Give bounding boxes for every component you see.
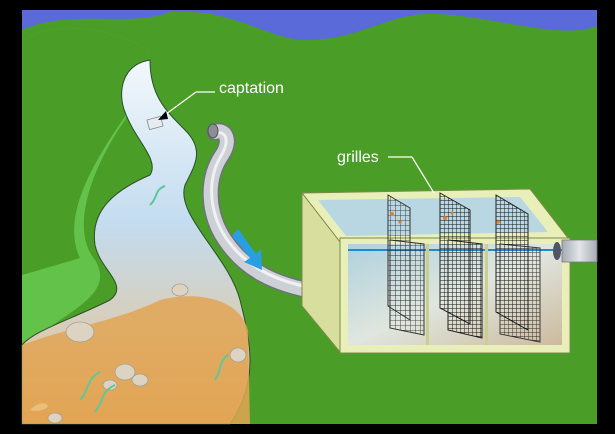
river-stones bbox=[47, 283, 247, 424]
outlet-opening bbox=[553, 242, 561, 260]
grilles-label: grilles bbox=[337, 149, 379, 166]
fish bbox=[30, 403, 48, 411]
captation-leader-diag bbox=[161, 91, 197, 118]
outlet-pipe bbox=[561, 239, 598, 263]
captation-label: captation bbox=[219, 80, 284, 97]
grille-1 bbox=[387, 194, 425, 336]
debris bbox=[390, 211, 500, 224]
pipe-inlet bbox=[207, 123, 219, 139]
flow-arrow-icon bbox=[232, 229, 262, 270]
intake-pipe-highlight bbox=[210, 131, 319, 291]
left-bank-shadow bbox=[22, 28, 150, 275]
grille-2 bbox=[439, 192, 483, 339]
water-plants bbox=[79, 185, 229, 413]
captation-arrow-icon bbox=[158, 111, 168, 120]
grilles-leader-diag bbox=[411, 156, 435, 194]
tank-divider-1 bbox=[426, 244, 429, 345]
tank-top-inner bbox=[318, 197, 548, 236]
grille-3 bbox=[495, 194, 541, 343]
tank-divider-2 bbox=[485, 244, 488, 345]
